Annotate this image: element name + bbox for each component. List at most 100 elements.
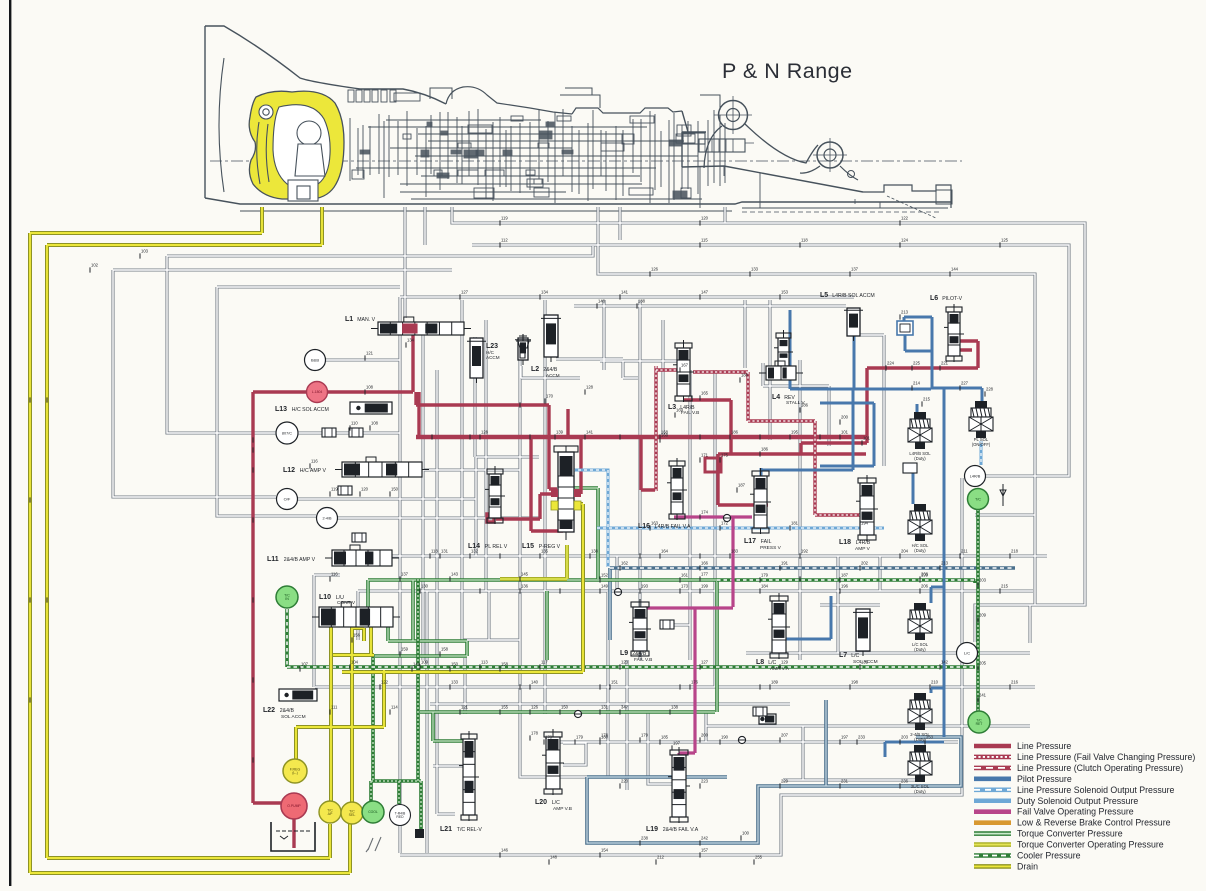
svg-text:RET: RET <box>976 722 983 726</box>
svg-text:204: 204 <box>901 549 909 554</box>
svg-text:133: 133 <box>451 680 459 685</box>
svg-text:108: 108 <box>371 421 379 426</box>
svg-text:FAIL V.B: FAIL V.B <box>634 657 652 663</box>
svg-text:179: 179 <box>576 735 584 740</box>
svg-text:162: 162 <box>621 561 629 566</box>
svg-text:119: 119 <box>501 216 508 221</box>
svg-text:L/U: L/U <box>336 595 344 601</box>
svg-text:135: 135 <box>541 549 549 554</box>
svg-text:183: 183 <box>731 549 739 554</box>
svg-text:120: 120 <box>361 487 369 492</box>
svg-text:159: 159 <box>401 647 409 652</box>
svg-text:161: 161 <box>681 573 689 578</box>
svg-text:122: 122 <box>381 680 389 685</box>
svg-text:187: 187 <box>738 483 746 488</box>
svg-text:Line Pressure (Clutch Operatin: Line Pressure (Clutch Operating Pressure… <box>1017 763 1183 773</box>
svg-text:216: 216 <box>1011 680 1019 685</box>
svg-text:O.PUMP: O.PUMP <box>287 804 301 808</box>
svg-text:253: 253 <box>926 735 934 740</box>
svg-text:L/C: L/C <box>851 653 859 659</box>
svg-text:(Duty): (Duty) <box>914 737 926 742</box>
svg-text:169: 169 <box>676 408 684 413</box>
svg-text:177: 177 <box>701 572 709 577</box>
svg-text:213: 213 <box>941 561 949 566</box>
svg-text:CONT V: CONT V <box>337 600 356 606</box>
svg-text:208: 208 <box>921 572 929 577</box>
svg-text:144: 144 <box>951 267 959 272</box>
svg-text:IN: IN <box>285 597 289 601</box>
svg-text:180: 180 <box>601 735 609 740</box>
svg-text:L4R/B: L4R/B <box>970 474 981 478</box>
svg-text:PL SOL: PL SOL <box>974 437 989 442</box>
svg-text:227: 227 <box>961 381 969 386</box>
svg-text:200: 200 <box>701 733 709 738</box>
svg-text:128: 128 <box>586 385 594 390</box>
svg-text:195: 195 <box>791 430 799 435</box>
svg-text:158: 158 <box>441 647 449 652</box>
svg-text:158: 158 <box>501 662 509 667</box>
svg-text:L5: L5 <box>820 292 828 299</box>
svg-text:197: 197 <box>673 741 681 746</box>
svg-text:228: 228 <box>986 387 994 392</box>
svg-text:111: 111 <box>331 705 338 710</box>
svg-text:L17: L17 <box>744 538 756 545</box>
svg-text:(Duty): (Duty) <box>914 548 926 553</box>
svg-text:176: 176 <box>691 680 699 685</box>
svg-text:107: 107 <box>301 662 309 667</box>
svg-text:200: 200 <box>841 415 849 420</box>
svg-text:(Duty): (Duty) <box>914 789 926 794</box>
svg-text:L4: L4 <box>772 394 780 401</box>
svg-text:121: 121 <box>366 351 374 356</box>
svg-text:167: 167 <box>681 363 689 368</box>
svg-text:Line Pressure Solenoid Output: Line Pressure Solenoid Output Pressure <box>1017 785 1175 795</box>
svg-text:110: 110 <box>351 421 358 426</box>
svg-text:Low & Reverse Brake Control Pr: Low & Reverse Brake Control Pressure <box>1017 818 1171 828</box>
svg-text:133: 133 <box>751 267 759 272</box>
svg-text:T/C REL-V: T/C REL-V <box>457 827 483 833</box>
svg-text:2-4/B: 2-4/B <box>322 516 332 520</box>
svg-text:165: 165 <box>701 391 709 396</box>
svg-text:178: 178 <box>601 733 609 738</box>
svg-text:100: 100 <box>742 831 750 836</box>
svg-text:147: 147 <box>701 290 709 295</box>
svg-text:2-4/B SOL: 2-4/B SOL <box>910 732 930 737</box>
svg-text:163: 163 <box>651 521 659 526</box>
svg-text:179: 179 <box>761 573 769 578</box>
svg-text:T/C: T/C <box>327 808 333 812</box>
svg-text:203: 203 <box>901 735 909 740</box>
svg-text:150: 150 <box>391 487 399 492</box>
svg-text:220: 220 <box>621 779 629 784</box>
svg-text:AMP V: AMP V <box>855 546 871 552</box>
svg-text:L16: L16 <box>638 523 650 530</box>
svg-text:191: 191 <box>781 561 789 566</box>
svg-text:129: 129 <box>781 660 789 665</box>
svg-text:125: 125 <box>1001 238 1009 243</box>
svg-text:137: 137 <box>851 267 859 272</box>
svg-text:L/C SOL: L/C SOL <box>912 642 929 647</box>
svg-text:142: 142 <box>941 660 949 665</box>
svg-text:156: 156 <box>353 633 361 638</box>
svg-text:153: 153 <box>781 290 789 295</box>
svg-text:L23: L23 <box>486 343 498 350</box>
svg-text:Fail Valve Operating Pressure: Fail Valve Operating Pressure <box>1017 807 1134 817</box>
svg-text:PRESS V: PRESS V <box>760 545 782 551</box>
svg-text:141: 141 <box>621 290 629 295</box>
svg-text:242: 242 <box>701 836 709 841</box>
svg-text:Duty Solenoid Output Pressure: Duty Solenoid Output Pressure <box>1017 796 1138 806</box>
svg-text:L/C: L/C <box>768 660 776 666</box>
svg-text:H/C SOL ACCM: H/C SOL ACCM <box>292 407 329 413</box>
svg-text:138: 138 <box>591 549 599 554</box>
svg-text:150: 150 <box>451 662 459 667</box>
svg-text:238: 238 <box>641 836 649 841</box>
svg-text:211: 211 <box>961 549 968 554</box>
svg-text:134: 134 <box>541 290 549 295</box>
svg-text:(Duty): (Duty) <box>914 647 926 652</box>
svg-text:L/C: L/C <box>964 650 970 655</box>
svg-text:130: 130 <box>421 584 429 589</box>
svg-text:193: 193 <box>641 584 649 589</box>
svg-text:O/F: O/F <box>284 496 291 501</box>
svg-text:L15: L15 <box>522 543 534 550</box>
svg-text:108: 108 <box>366 385 374 390</box>
svg-text:255: 255 <box>755 855 763 860</box>
svg-text:Cooler Pressure: Cooler Pressure <box>1017 851 1081 861</box>
